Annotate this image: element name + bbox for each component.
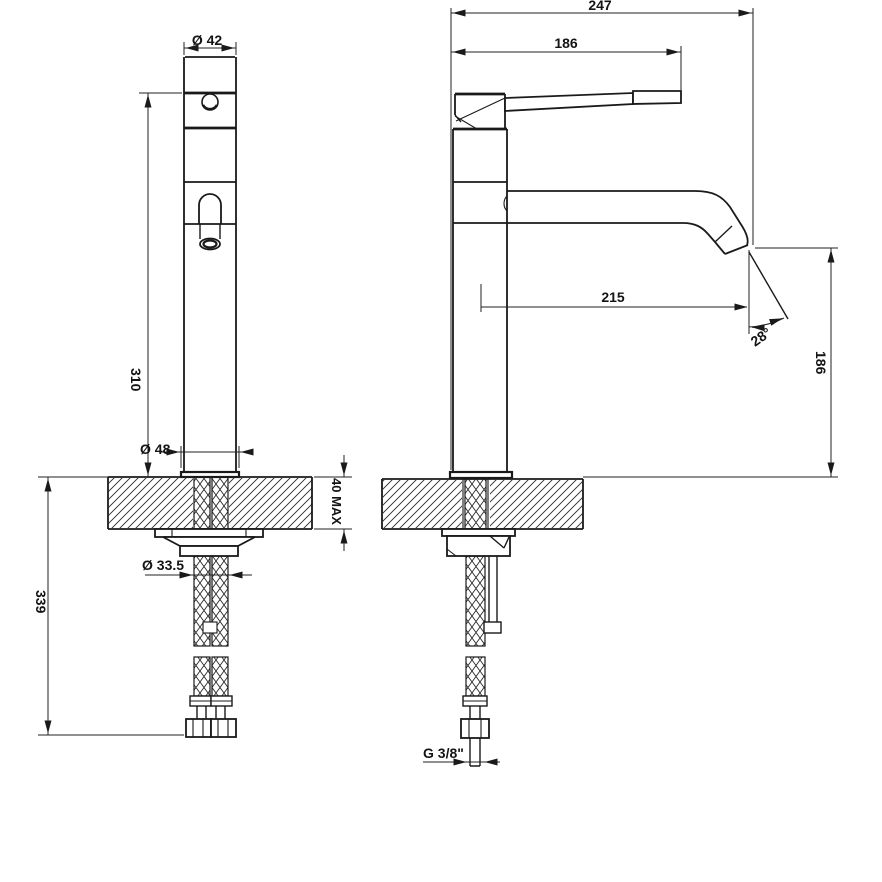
dim-side-reach: 215: [601, 289, 625, 305]
side-hose: [460, 555, 502, 767]
spout-outlet-front: [199, 237, 221, 251]
spout-front: [198, 193, 222, 224]
front-mounting-hardware: [154, 528, 264, 738]
side-spout: [503, 190, 749, 255]
dim-front-base-diameter: Ø 48: [140, 441, 171, 457]
side-mounting-bracket: [441, 528, 516, 557]
dim-front-height: 310: [128, 368, 144, 392]
dim-front-hole-diameter: Ø 33.5: [142, 557, 184, 573]
dim-side-handle: 186: [554, 35, 578, 51]
side-handle: [504, 90, 682, 112]
dim-side-overall: 247: [588, 0, 612, 13]
front-dimensions: Ø 42 310 339 Ø 48 40 MAX Ø 33.5: [33, 32, 352, 736]
side-dimensions: 247 186 215 28° 186 G 3/8": [423, 0, 838, 766]
dim-front-deck-thickness: 40 MAX: [329, 478, 344, 525]
dim-side-angle: 28°: [748, 324, 775, 349]
front-view: [107, 56, 313, 738]
dim-front-top-diameter: Ø 42: [192, 32, 223, 48]
dim-side-connection: G 3/8": [423, 745, 464, 761]
side-body: [448, 92, 514, 480]
side-deck: [381, 478, 584, 530]
front-hoses: [193, 476, 229, 697]
front-body: [179, 56, 241, 479]
side-view: [381, 90, 749, 767]
dim-side-height: 186: [813, 351, 829, 375]
dim-front-depth-below: 339: [33, 590, 49, 614]
front-deck: [107, 476, 313, 530]
